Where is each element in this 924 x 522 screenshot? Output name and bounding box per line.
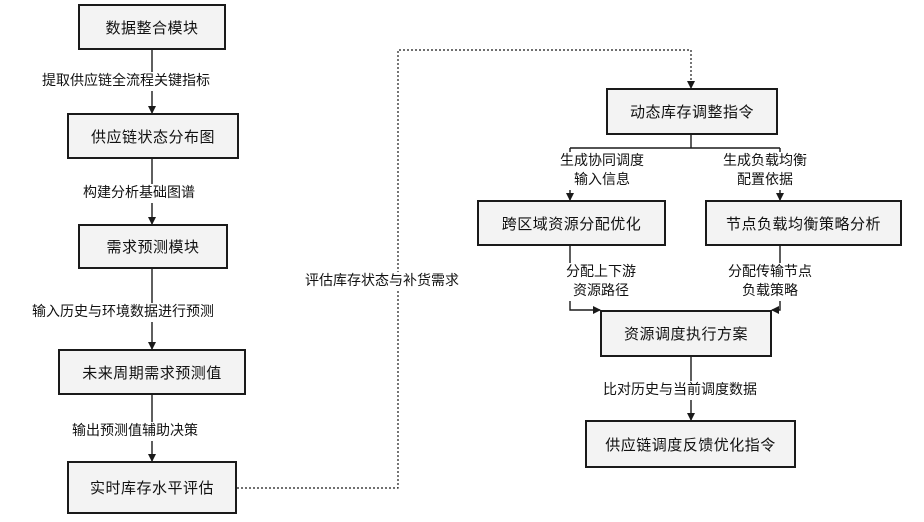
box-cross-region: 跨区域资源分配优化 bbox=[477, 200, 666, 246]
box-forecast-value: 未来周期需求预测值 bbox=[58, 349, 246, 395]
label-right-lower-line1: 分配传输节点 bbox=[728, 263, 812, 282]
box-dynamic-inventory: 动态库存调整指令 bbox=[606, 88, 778, 135]
edge-label-4: 输出预测值辅助决策 bbox=[70, 422, 200, 441]
label-left-branch-line2: 输入信息 bbox=[560, 171, 644, 190]
edge-label-1: 提取供应链全流程关键指标 bbox=[40, 72, 212, 91]
connector-label: 评估库存状态与补货需求 bbox=[303, 272, 461, 291]
label-right-branch: 生成负载均衡 配置依据 bbox=[721, 152, 809, 190]
edge-label-2: 构建分析基础图谱 bbox=[81, 184, 197, 203]
label-right-branch-line2: 配置依据 bbox=[723, 171, 807, 190]
box-supply-chain-status: 供应链状态分布图 bbox=[67, 113, 239, 159]
label-right-branch-line1: 生成负载均衡 bbox=[723, 152, 807, 171]
box-data-integration: 数据整合模块 bbox=[78, 4, 226, 50]
label-left-branch: 生成协同调度 输入信息 bbox=[558, 152, 646, 190]
box-demand-forecast: 需求预测模块 bbox=[78, 224, 228, 269]
box-node-balance: 节点负载均衡策略分析 bbox=[705, 200, 902, 246]
label-right-lower: 分配传输节点 负载策略 bbox=[726, 263, 814, 301]
edge-label-3: 输入历史与环境数据进行预测 bbox=[30, 303, 216, 322]
label-left-lower: 分配上下游 资源路径 bbox=[564, 263, 638, 301]
label-left-branch-line1: 生成协同调度 bbox=[560, 152, 644, 171]
label-right-lower-line2: 负载策略 bbox=[728, 282, 812, 301]
box-inventory-eval: 实时库存水平评估 bbox=[67, 461, 237, 514]
label-left-lower-line2: 资源路径 bbox=[566, 282, 636, 301]
label-left-lower-line1: 分配上下游 bbox=[566, 263, 636, 282]
label-final: 比对历史与当前调度数据 bbox=[601, 381, 759, 400]
box-feedback: 供应链调度反馈优化指令 bbox=[585, 420, 796, 468]
box-resource-plan: 资源调度执行方案 bbox=[600, 310, 772, 357]
